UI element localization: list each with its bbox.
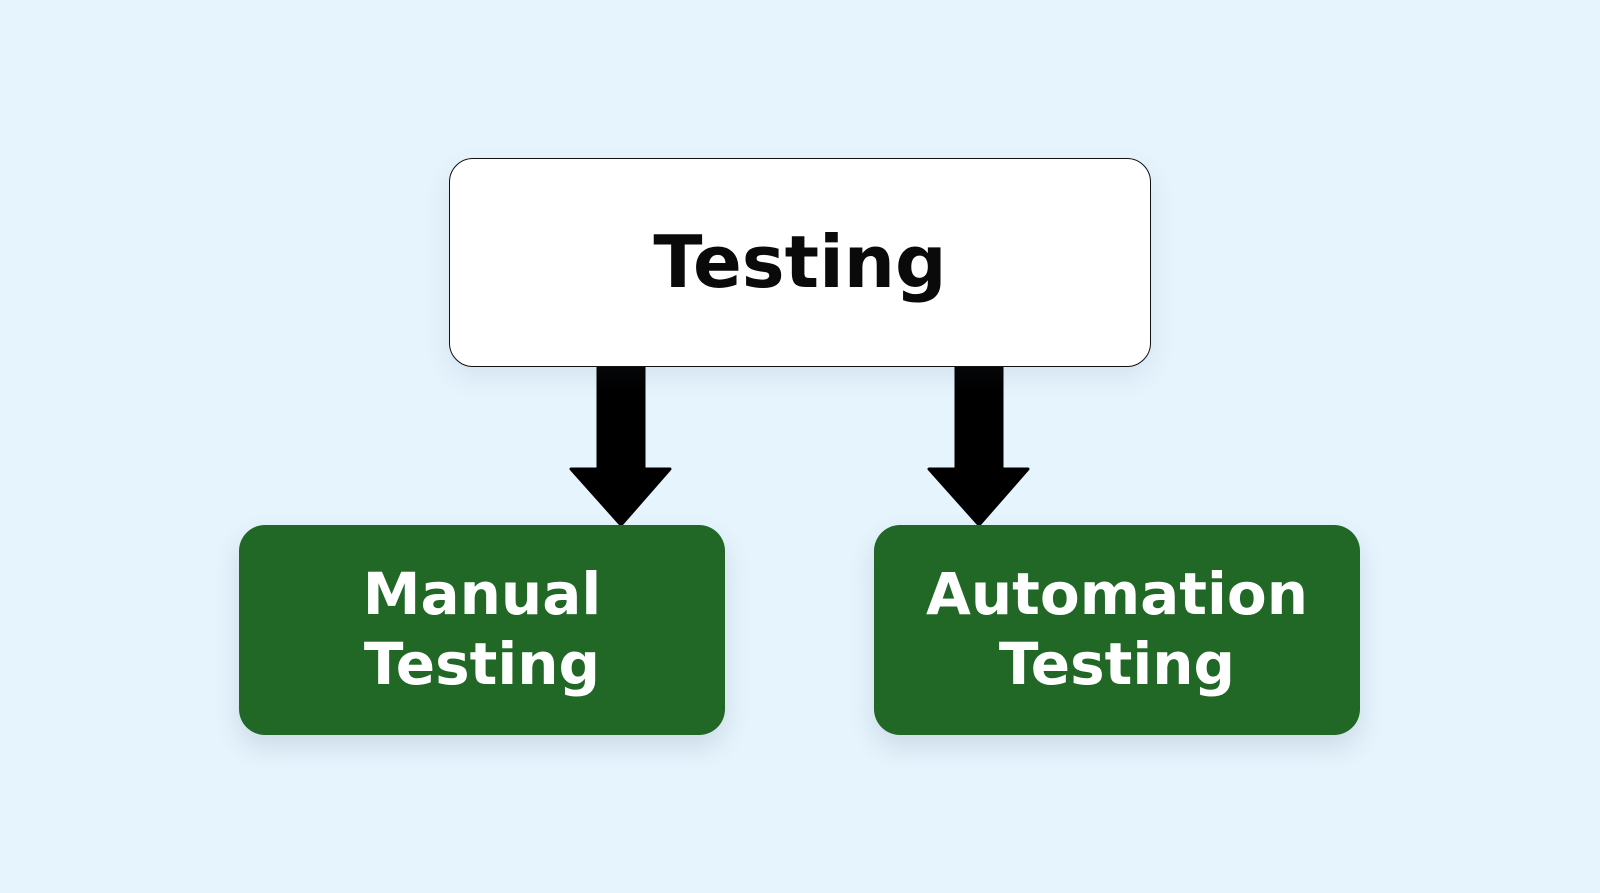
manual-testing-label-line2: Testing [363, 630, 601, 698]
manual-testing-node: Manual Testing [239, 525, 725, 735]
automation-testing-label-line1: Automation [925, 560, 1309, 629]
manual-testing-label-line1: Manual [362, 560, 602, 629]
testing-root-node: Testing [449, 158, 1151, 367]
automation-testing-label-line2: Testing [998, 630, 1236, 698]
arrow-to-automation-testing [927, 365, 1030, 527]
testing-root-label: Testing [653, 220, 947, 305]
arrow-to-manual-testing [569, 365, 672, 527]
automation-testing-node: Automation Testing [874, 525, 1360, 735]
